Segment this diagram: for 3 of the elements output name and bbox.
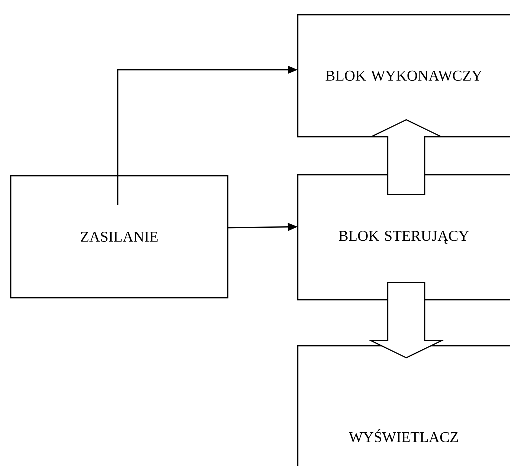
block-arrow <box>369 282 444 359</box>
block-arrow <box>369 119 444 196</box>
block-box: ZASILANIE <box>10 175 229 299</box>
